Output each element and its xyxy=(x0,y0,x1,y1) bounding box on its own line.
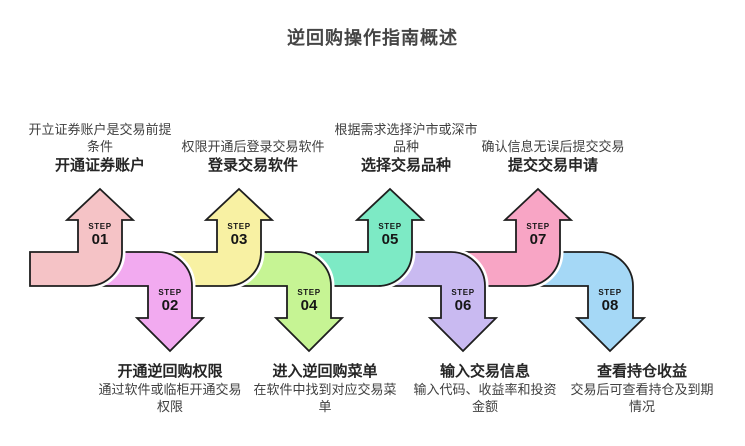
step-4-title: 进入逆回购菜单 xyxy=(272,363,378,380)
step-6-title: 输入交易信息 xyxy=(439,363,530,380)
page-title: 逆回购操作指南概述 xyxy=(287,28,458,48)
step-8-word: STEP xyxy=(598,288,622,297)
step-4-badge: STEP 04 xyxy=(279,288,339,314)
step-7-number: 07 xyxy=(529,231,547,248)
step-6-number: 06 xyxy=(454,297,472,314)
step-1-title: 开通证券账户 xyxy=(54,156,145,174)
step-1-description: 开立证券账户是交易前提条件 xyxy=(28,121,172,154)
step-2-word: STEP xyxy=(158,288,182,297)
step-2-description: 通过软件或临柜开通交易权限 xyxy=(98,382,242,415)
step-8-badge: STEP 08 xyxy=(580,288,640,314)
step-3-title: 登录交易软件 xyxy=(207,156,298,174)
step-1-word: STEP xyxy=(88,222,112,231)
step-1-number: 01 xyxy=(91,231,109,248)
step-3-arrow xyxy=(165,187,275,287)
step-5-title: 选择交易品种 xyxy=(360,156,451,174)
step-7-word: STEP xyxy=(526,222,550,231)
step-4-text: 进入逆回购菜单 在软件中找到对应交易菜单 xyxy=(250,362,400,416)
step-2-arrow xyxy=(95,251,206,353)
step-6-arrow xyxy=(388,251,499,353)
step-5-text: 根据需求选择沪市或深市品种 选择交易品种 xyxy=(331,122,481,176)
step-6-text: 输入交易信息 输入代码、收益率和投资金额 xyxy=(410,362,560,416)
step-3-word: STEP xyxy=(227,222,251,231)
step-3-text: 权限开通后登录交易软件 登录交易软件 xyxy=(178,139,328,176)
step-6-badge: STEP 06 xyxy=(433,288,493,314)
step-6-description: 输入代码、收益率和投资金额 xyxy=(413,382,557,415)
step-1-text: 开立证券账户是交易前提条件 开通证券账户 xyxy=(25,122,175,176)
step-8-arrow xyxy=(536,251,647,353)
step-3-number: 03 xyxy=(230,231,248,248)
step-2-title: 开通逆回购权限 xyxy=(117,363,223,380)
step-4-description: 在软件中找到对应交易菜单 xyxy=(253,382,397,415)
step-1-arrow xyxy=(29,187,136,287)
step-4-number: 04 xyxy=(300,297,318,314)
step-7-title: 提交交易申请 xyxy=(507,156,598,174)
step-7-description: 确认信息无误后提交交易 xyxy=(481,138,625,154)
step-8-number: 08 xyxy=(601,297,619,314)
step-5-number: 05 xyxy=(381,231,399,248)
step-7-text: 确认信息无误后提交交易 提交交易申请 xyxy=(478,139,628,176)
step-5-description: 根据需求选择沪市或深市品种 xyxy=(334,121,478,154)
step-3-description: 权限开通后登录交易软件 xyxy=(181,138,325,154)
step-5-arrow xyxy=(315,187,426,287)
step-8-title: 查看持仓收益 xyxy=(596,363,687,380)
step-4-word: STEP xyxy=(297,288,321,297)
step-8-description: 交易后可查看持仓及到期情况 xyxy=(570,382,714,415)
step-4-arrow xyxy=(234,251,345,353)
step-7-arrow xyxy=(463,187,574,287)
step-2-text: 开通逆回购权限 通过软件或临柜开通交易权限 xyxy=(95,362,245,416)
step-7-badge: STEP 07 xyxy=(508,222,568,248)
step-3-badge: STEP 03 xyxy=(209,222,269,248)
step-2-badge: STEP 02 xyxy=(140,288,200,314)
step-2-number: 02 xyxy=(161,297,179,314)
step-6-word: STEP xyxy=(451,288,475,297)
step-5-word: STEP xyxy=(378,222,402,231)
step-8-text: 查看持仓收益 交易后可查看持仓及到期情况 xyxy=(567,362,717,416)
step-1-badge: STEP 01 xyxy=(70,222,130,248)
step-5-badge: STEP 05 xyxy=(360,222,420,248)
